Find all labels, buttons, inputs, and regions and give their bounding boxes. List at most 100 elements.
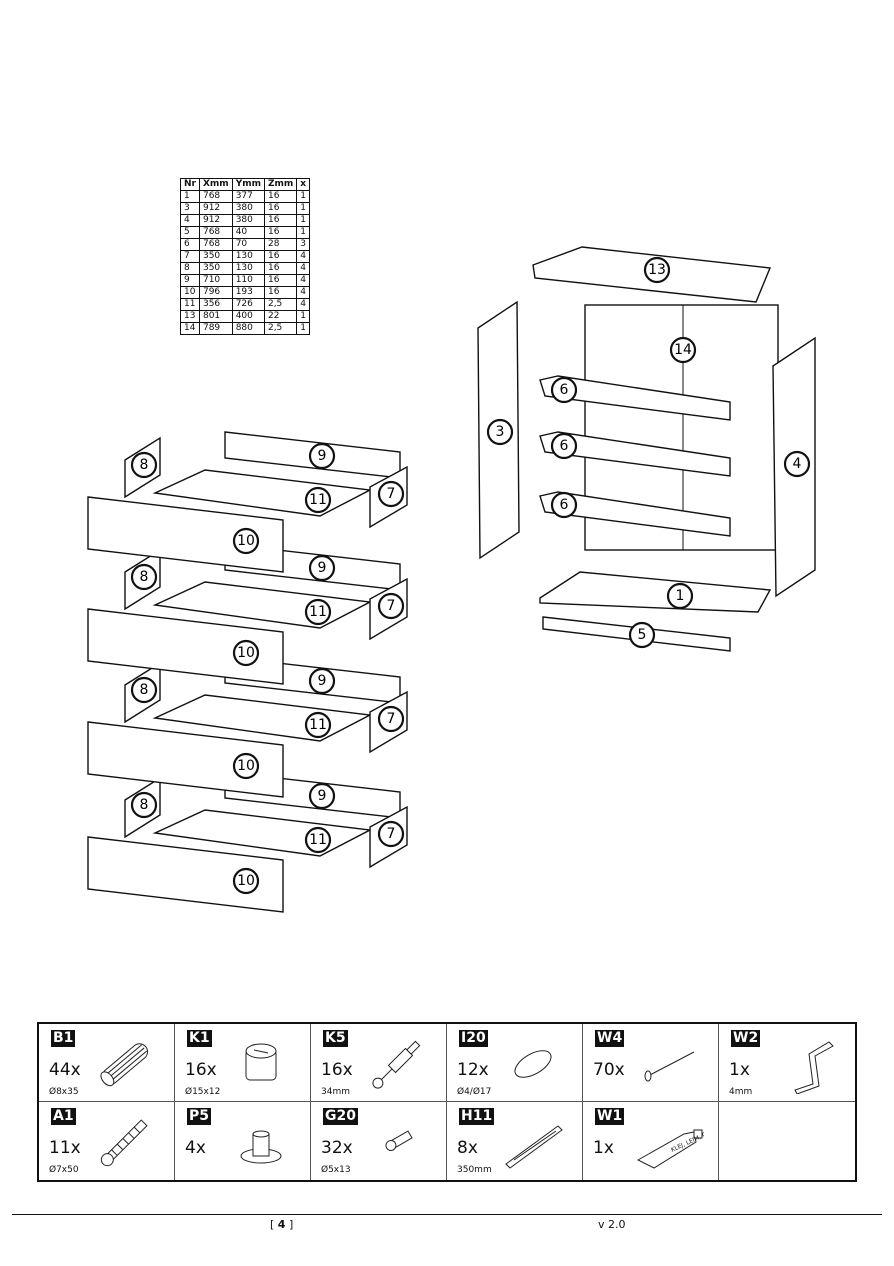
callout: 10 [232,867,260,895]
svg-text:10: 10 [237,758,255,774]
hardware-empty-cell [719,1102,855,1180]
hardware-quantity: 16x [185,1060,217,1080]
svg-text:7: 7 [387,826,396,842]
hardware-code: K5 [323,1030,348,1047]
hardware-quantity: 4x [185,1138,206,1158]
hardware-quantity: 32x [321,1138,353,1158]
svg-text:11: 11 [309,717,327,733]
hardware-code: G20 [323,1108,358,1125]
hardware-spec: Ø7x50 [49,1165,79,1175]
svg-text:6: 6 [560,497,569,513]
hardware-spec: Ø15x12 [185,1087,221,1097]
part-10-drawer-front [87,608,284,685]
table-cell: 4 [296,250,311,263]
hardware-code: W2 [731,1030,761,1047]
page-bracket: [ [270,1218,278,1231]
callout: 3 [486,418,514,446]
nail-icon [644,1051,695,1082]
part-10-drawer-front [87,721,284,798]
svg-text:9: 9 [318,788,327,804]
hardware-quantity: 16x [321,1060,353,1080]
svg-text:8: 8 [140,569,149,585]
hardware-quantity: 11x [49,1138,81,1158]
callout: 9 [308,554,336,582]
table-cell: 2,5 [263,322,298,335]
hardware-quantity: 44x [49,1060,81,1080]
callout: 5 [628,621,656,649]
cam-lock-icon [245,1043,277,1081]
svg-text:8: 8 [140,457,149,473]
page-number-value: 4 [277,1218,286,1231]
table-cell: 3 [180,202,200,215]
callout: 13 [643,256,671,284]
callout: 7 [377,705,405,733]
hardware-item-k5: K5 16x 34mm [311,1024,447,1102]
svg-text:10: 10 [237,873,255,889]
svg-text:4: 4 [793,456,802,472]
svg-text:1: 1 [676,588,685,604]
callout: 7 [377,480,405,508]
allen-key-icon [794,1041,834,1094]
version-label: v 2.0 [598,1218,626,1231]
hardware-code: A1 [51,1108,76,1125]
assembly-diagram: 13 14 6 6 6 3 4 1 5 9 8 11 7 10 9 8 11 [87,246,816,913]
part-1-bottom [539,571,772,613]
svg-text:6: 6 [560,382,569,398]
part-6-rail [539,431,731,477]
callout: 8 [130,451,158,479]
hardware-code: W1 [595,1108,625,1125]
hardware-spec: 34mm [321,1087,350,1097]
hardware-quantity: 70x [593,1060,625,1080]
hardware-code: H11 [459,1108,495,1125]
hardware-code: W4 [595,1030,625,1047]
svg-text:13: 13 [648,262,666,278]
svg-text:7: 7 [387,711,396,727]
callout: 8 [130,791,158,819]
callout: 11 [304,711,332,739]
svg-text:10: 10 [237,645,255,661]
callout: 8 [130,676,158,704]
confirmat-screw-icon [100,1119,148,1167]
screw-icon [385,1130,413,1151]
callout: 10 [232,752,260,780]
glue-icon: KLEJ, LEIM, GLUE, LEPIDLO [636,1114,704,1169]
hardware-spec: Ø4/Ø17 [457,1087,492,1097]
svg-text:8: 8 [140,797,149,813]
drawer-exploded-view: 9 8 11 7 10 [87,771,408,913]
svg-text:9: 9 [318,448,327,464]
callout: 11 [304,598,332,626]
hardware-quantity: 8x [457,1138,478,1158]
callout: 9 [308,442,336,470]
hardware-code: K1 [187,1030,212,1047]
svg-text:3: 3 [496,424,505,440]
callout: 9 [308,667,336,695]
hardware-code: I20 [459,1030,488,1047]
callout: 11 [304,486,332,514]
table-cell: 16 [263,226,298,239]
table-cell: 789 [198,322,233,335]
table-cell: 16 [263,202,298,215]
drawer-exploded-view: 9 8 11 7 10 [87,431,408,573]
callout: 14 [669,336,697,364]
hardware-spec: Ø5x13 [321,1165,351,1175]
callout: 8 [130,563,158,591]
callout: 4 [783,450,811,478]
hardware-spec: Ø8x35 [49,1087,79,1097]
hardware-spec: 4mm [729,1087,753,1097]
svg-text:6: 6 [560,438,569,454]
table-header-row: Nr Xmm Ymm Zmm x [180,178,311,191]
header-qty: x [296,178,311,191]
callout: 6 [550,491,578,519]
cam-bolt-icon [372,1040,421,1089]
